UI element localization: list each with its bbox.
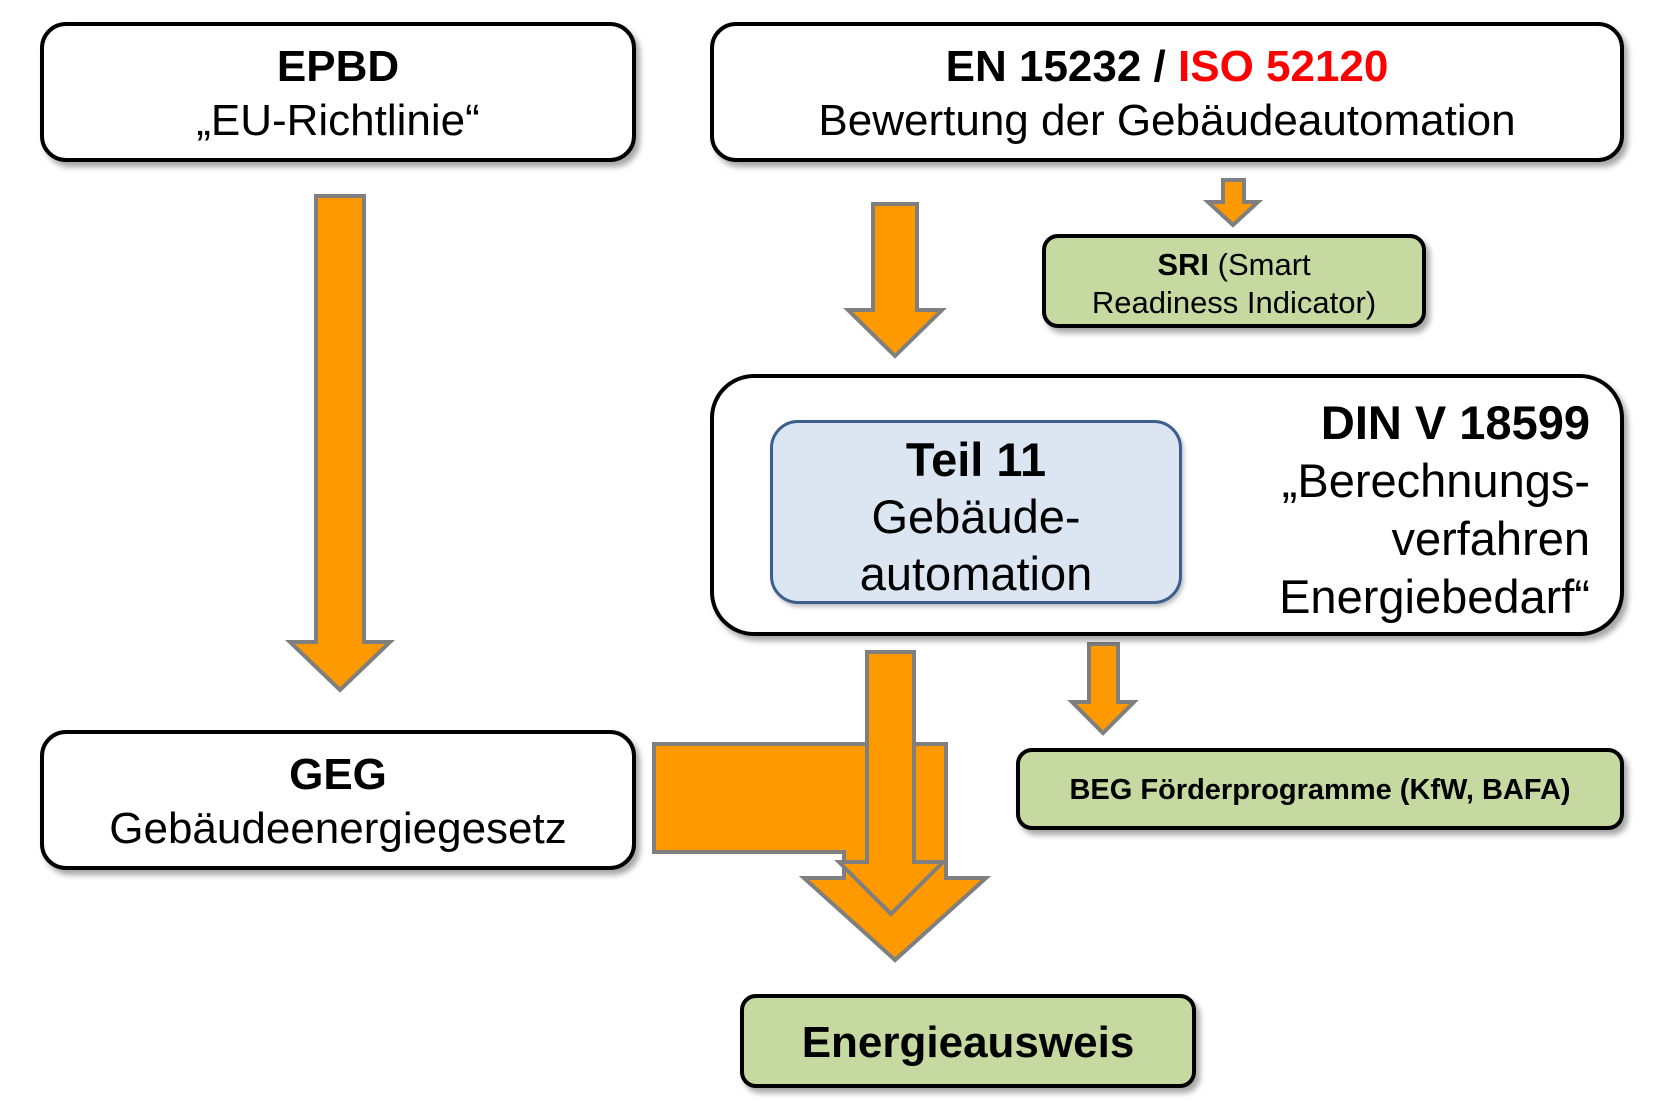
sri-abbr: SRI — [1157, 247, 1210, 282]
iso-title: ISO 52120 — [1178, 42, 1389, 91]
arrow-epbd-to-geg — [285, 194, 395, 693]
din-title: DIN V 18599 — [1320, 396, 1590, 449]
sri-line2: Readiness Indicator) — [1091, 285, 1377, 320]
din-text: DIN V 18599 „Berechnungs- verfahren Ener… — [1279, 394, 1590, 626]
arrow-din-to-beg — [1067, 642, 1139, 736]
arrow-geg-to-energieausweis — [652, 742, 992, 963]
epbd-title: EPBD — [276, 42, 400, 91]
din-line1: „Berechnungs- — [1281, 454, 1590, 507]
beg-box: BEG Förderprogramme (KfW, BAFA) — [1016, 748, 1624, 830]
en-iso-subtitle: Bewertung der Gebäudeautomation — [818, 96, 1516, 145]
epbd-subtitle: „EU-Richtlinie“ — [196, 96, 480, 145]
sri-line1: SRI (Smart — [1046, 246, 1422, 284]
arrow-din-to-energieausweis — [834, 650, 948, 917]
teil11-line2: automation — [859, 547, 1093, 600]
geg-box: GEG Gebäudeenergiegesetz — [40, 730, 636, 870]
en-iso-box: EN 15232 / ISO 52120 Bewertung der Gebäu… — [710, 22, 1624, 162]
en-iso-title: EN 15232 / ISO 52120 — [714, 40, 1620, 94]
beg-label: BEG Förderprogramme (KfW, BAFA) — [1069, 774, 1571, 806]
teil11-line1: Gebäude- — [871, 490, 1081, 543]
sri-rest: (Smart — [1209, 247, 1311, 282]
arrow-en-to-din — [843, 202, 947, 359]
sri-box: SRI (Smart Readiness Indicator) — [1042, 234, 1426, 328]
din-line2: verfahren — [1391, 512, 1590, 565]
energieausweis-box: Energieausweis — [740, 994, 1196, 1088]
din-line3: Energiebedarf“ — [1279, 570, 1590, 623]
arrow-en-to-sri — [1202, 178, 1264, 228]
teil11-box: Teil 11 Gebäude- automation — [770, 420, 1182, 604]
geg-title: GEG — [289, 750, 387, 799]
en-title: EN 15232 / — [945, 42, 1178, 91]
energieausweis-label: Energieausweis — [801, 1018, 1135, 1067]
epbd-box: EPBD „EU-Richtlinie“ — [40, 22, 636, 162]
teil11-title: Teil 11 — [905, 433, 1047, 486]
geg-subtitle: Gebäudeenergiegesetz — [109, 804, 567, 853]
